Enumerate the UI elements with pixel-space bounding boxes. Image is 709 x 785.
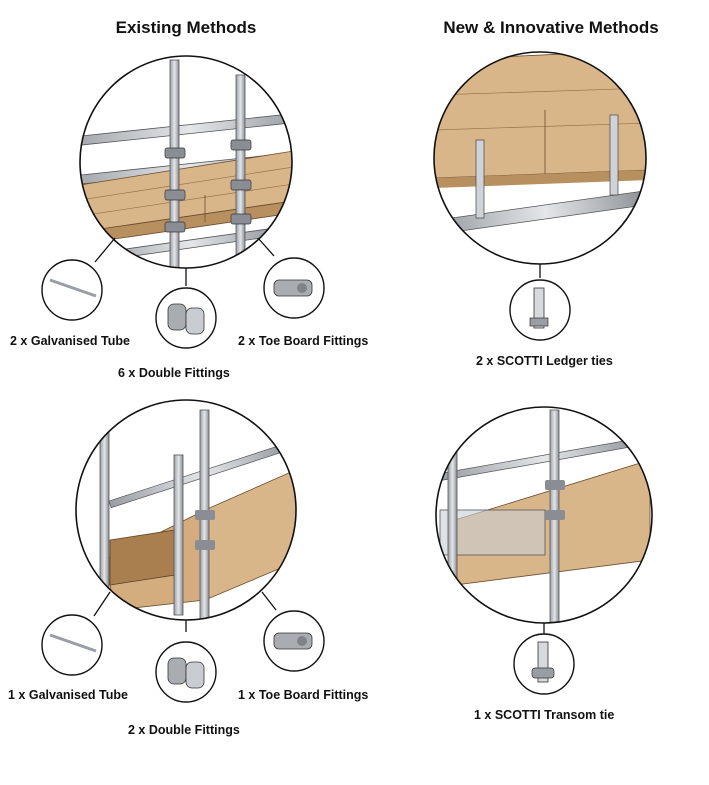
- existing-top-scene: [79, 55, 293, 286]
- caption-existing-top-double-fittings: 6 x Double Fittings: [118, 366, 230, 380]
- heading-existing-methods: Existing Methods: [115, 18, 257, 37]
- caption-existing-top-toe-fittings: 2 x Toe Board Fittings: [238, 334, 369, 348]
- caption-existing-bottom-toe-fittings: 1 x Toe Board Fittings: [238, 688, 369, 702]
- new-bottom-scene: [435, 406, 653, 634]
- existing-bottom-double-fitting-detail: [155, 641, 217, 703]
- existing-top-tube-detail: [41, 259, 103, 321]
- new-bottom-transom-tie-detail: [513, 633, 575, 695]
- existing-top-double-fitting-detail: [155, 287, 217, 349]
- existing-bottom-scene: [75, 399, 297, 632]
- existing-bottom-tube-detail: [41, 614, 103, 676]
- caption-new-top-ledger-ties: 2 x SCOTTI Ledger ties: [476, 354, 613, 368]
- new-top-scene: [433, 51, 647, 278]
- existing-top-toe-fitting-detail: [263, 257, 325, 319]
- caption-existing-top-tube: 2 x Galvanised Tube: [10, 334, 130, 348]
- caption-existing-bottom-tube: 1 x Galvanised Tube: [8, 688, 128, 702]
- caption-new-bottom-transom-tie: 1 x SCOTTI Transom tie: [474, 708, 615, 722]
- new-top-ledger-tie-detail: [509, 279, 571, 341]
- heading-new-methods: New & Innovative Methods: [443, 18, 659, 37]
- caption-existing-bottom-double-fittings: 2 x Double Fittings: [128, 723, 240, 737]
- existing-bottom-toe-fitting-detail: [263, 610, 325, 672]
